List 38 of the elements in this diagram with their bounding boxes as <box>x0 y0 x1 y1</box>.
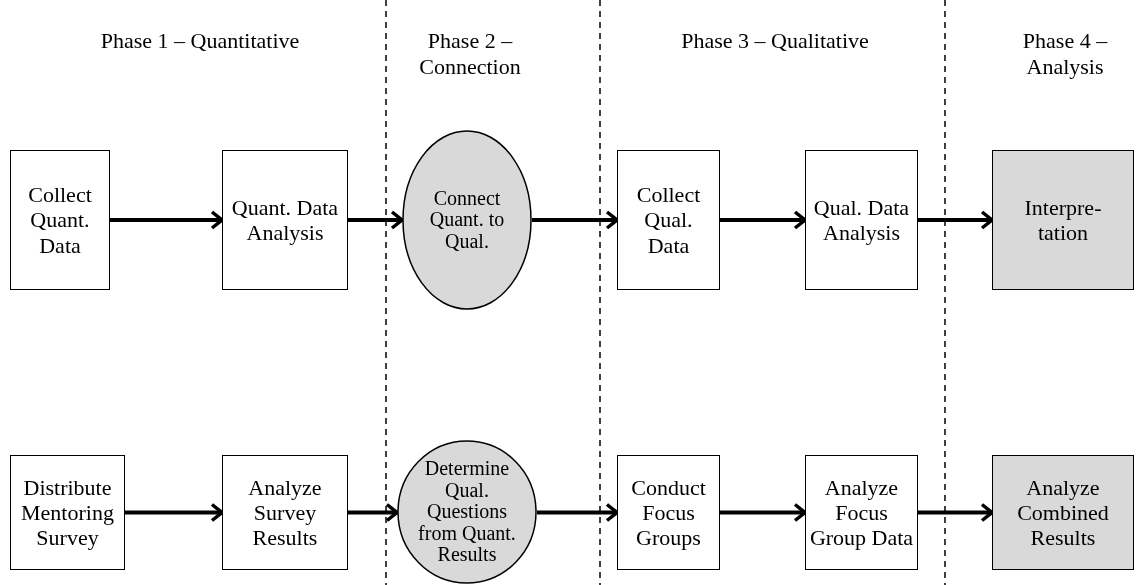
step-text: Interpre- tation <box>1023 194 1103 246</box>
process-box <box>617 455 720 570</box>
arrow <box>110 210 224 230</box>
arrow <box>532 210 619 230</box>
phase-heading: Phase 4 – Analysis <box>1021 28 1109 81</box>
process-box <box>222 150 348 290</box>
process-box <box>805 150 918 290</box>
arrow <box>720 502 807 523</box>
process-box <box>992 455 1134 570</box>
arrow <box>537 502 619 523</box>
process-box <box>617 150 720 290</box>
step-text: Conduct Focus Groups <box>630 474 707 551</box>
process-box <box>222 455 348 570</box>
phase-heading: Phase 3 – Qualitative <box>680 28 870 55</box>
step-text: Quant. Data Analysis <box>230 194 340 246</box>
process-box <box>10 150 110 290</box>
process-ellipse <box>402 130 532 310</box>
arrow <box>125 502 224 523</box>
step-text: Connect Quant. to Qual. <box>428 187 506 253</box>
step-text: Collect Qual. Data <box>635 182 702 258</box>
arrow <box>720 210 807 230</box>
step-text: Analyze Survey Results <box>247 474 323 551</box>
arrow <box>918 210 994 230</box>
step-text: Qual. Data Analysis <box>812 194 911 246</box>
step-text: Analyze Combined Results <box>1016 474 1110 551</box>
arrow <box>348 502 399 523</box>
arrow <box>918 502 994 523</box>
step-text: Distribute Mentoring Survey <box>20 474 115 551</box>
arrow <box>348 210 404 230</box>
process-ellipse <box>397 440 537 584</box>
process-box <box>10 455 125 570</box>
phase-heading: Phase 1 – Quantitative <box>99 28 301 55</box>
phase-heading: Phase 2 – Connection <box>418 28 522 81</box>
step-text: Collect Quant. Data <box>27 182 93 258</box>
step-text: Analyze Focus Group Data <box>809 474 914 551</box>
process-box <box>805 455 918 570</box>
step-text: Determine Qual. Questions from Quant. Results <box>417 458 517 566</box>
process-box <box>992 150 1134 290</box>
